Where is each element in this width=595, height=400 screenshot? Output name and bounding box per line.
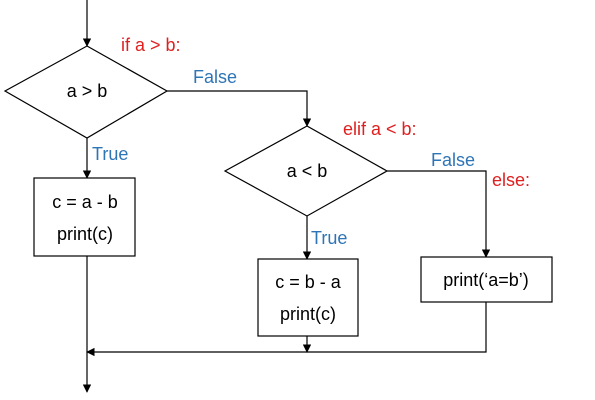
- branch-label-second-true: True: [311, 228, 347, 248]
- process-box-2-line1: c = b - a: [275, 272, 342, 292]
- first-false-edge: [167, 90, 312, 127]
- decision-a-lt-b-label: a < b: [287, 161, 328, 181]
- process-box-2-line2: print(c): [280, 304, 336, 324]
- decision-a-gt-b-label: a > b: [67, 81, 108, 101]
- process-box-2: [257, 258, 359, 337]
- merge-line: [86, 302, 487, 357]
- process-box-1: [33, 177, 136, 257]
- clause-label-if: if a > b:: [121, 35, 181, 55]
- decision-a-lt-b: [223, 125, 389, 217]
- clause-label-elif: elif a < b:: [343, 119, 417, 139]
- clause-label-else: else:: [492, 170, 530, 190]
- process-box-3-line1: print(‘a=b’): [443, 270, 529, 290]
- process-box-1-line1: c = a - b: [52, 192, 118, 212]
- process-box-3: [420, 256, 553, 303]
- process-box-1-line2: print(c): [57, 224, 113, 244]
- branch-label-first-false: False: [193, 67, 237, 87]
- decision-a-gt-b: [3, 45, 169, 139]
- branch-label-first-true: True: [92, 144, 128, 164]
- branch-label-second-false: False: [431, 150, 475, 170]
- second-false-edge: [387, 170, 491, 258]
